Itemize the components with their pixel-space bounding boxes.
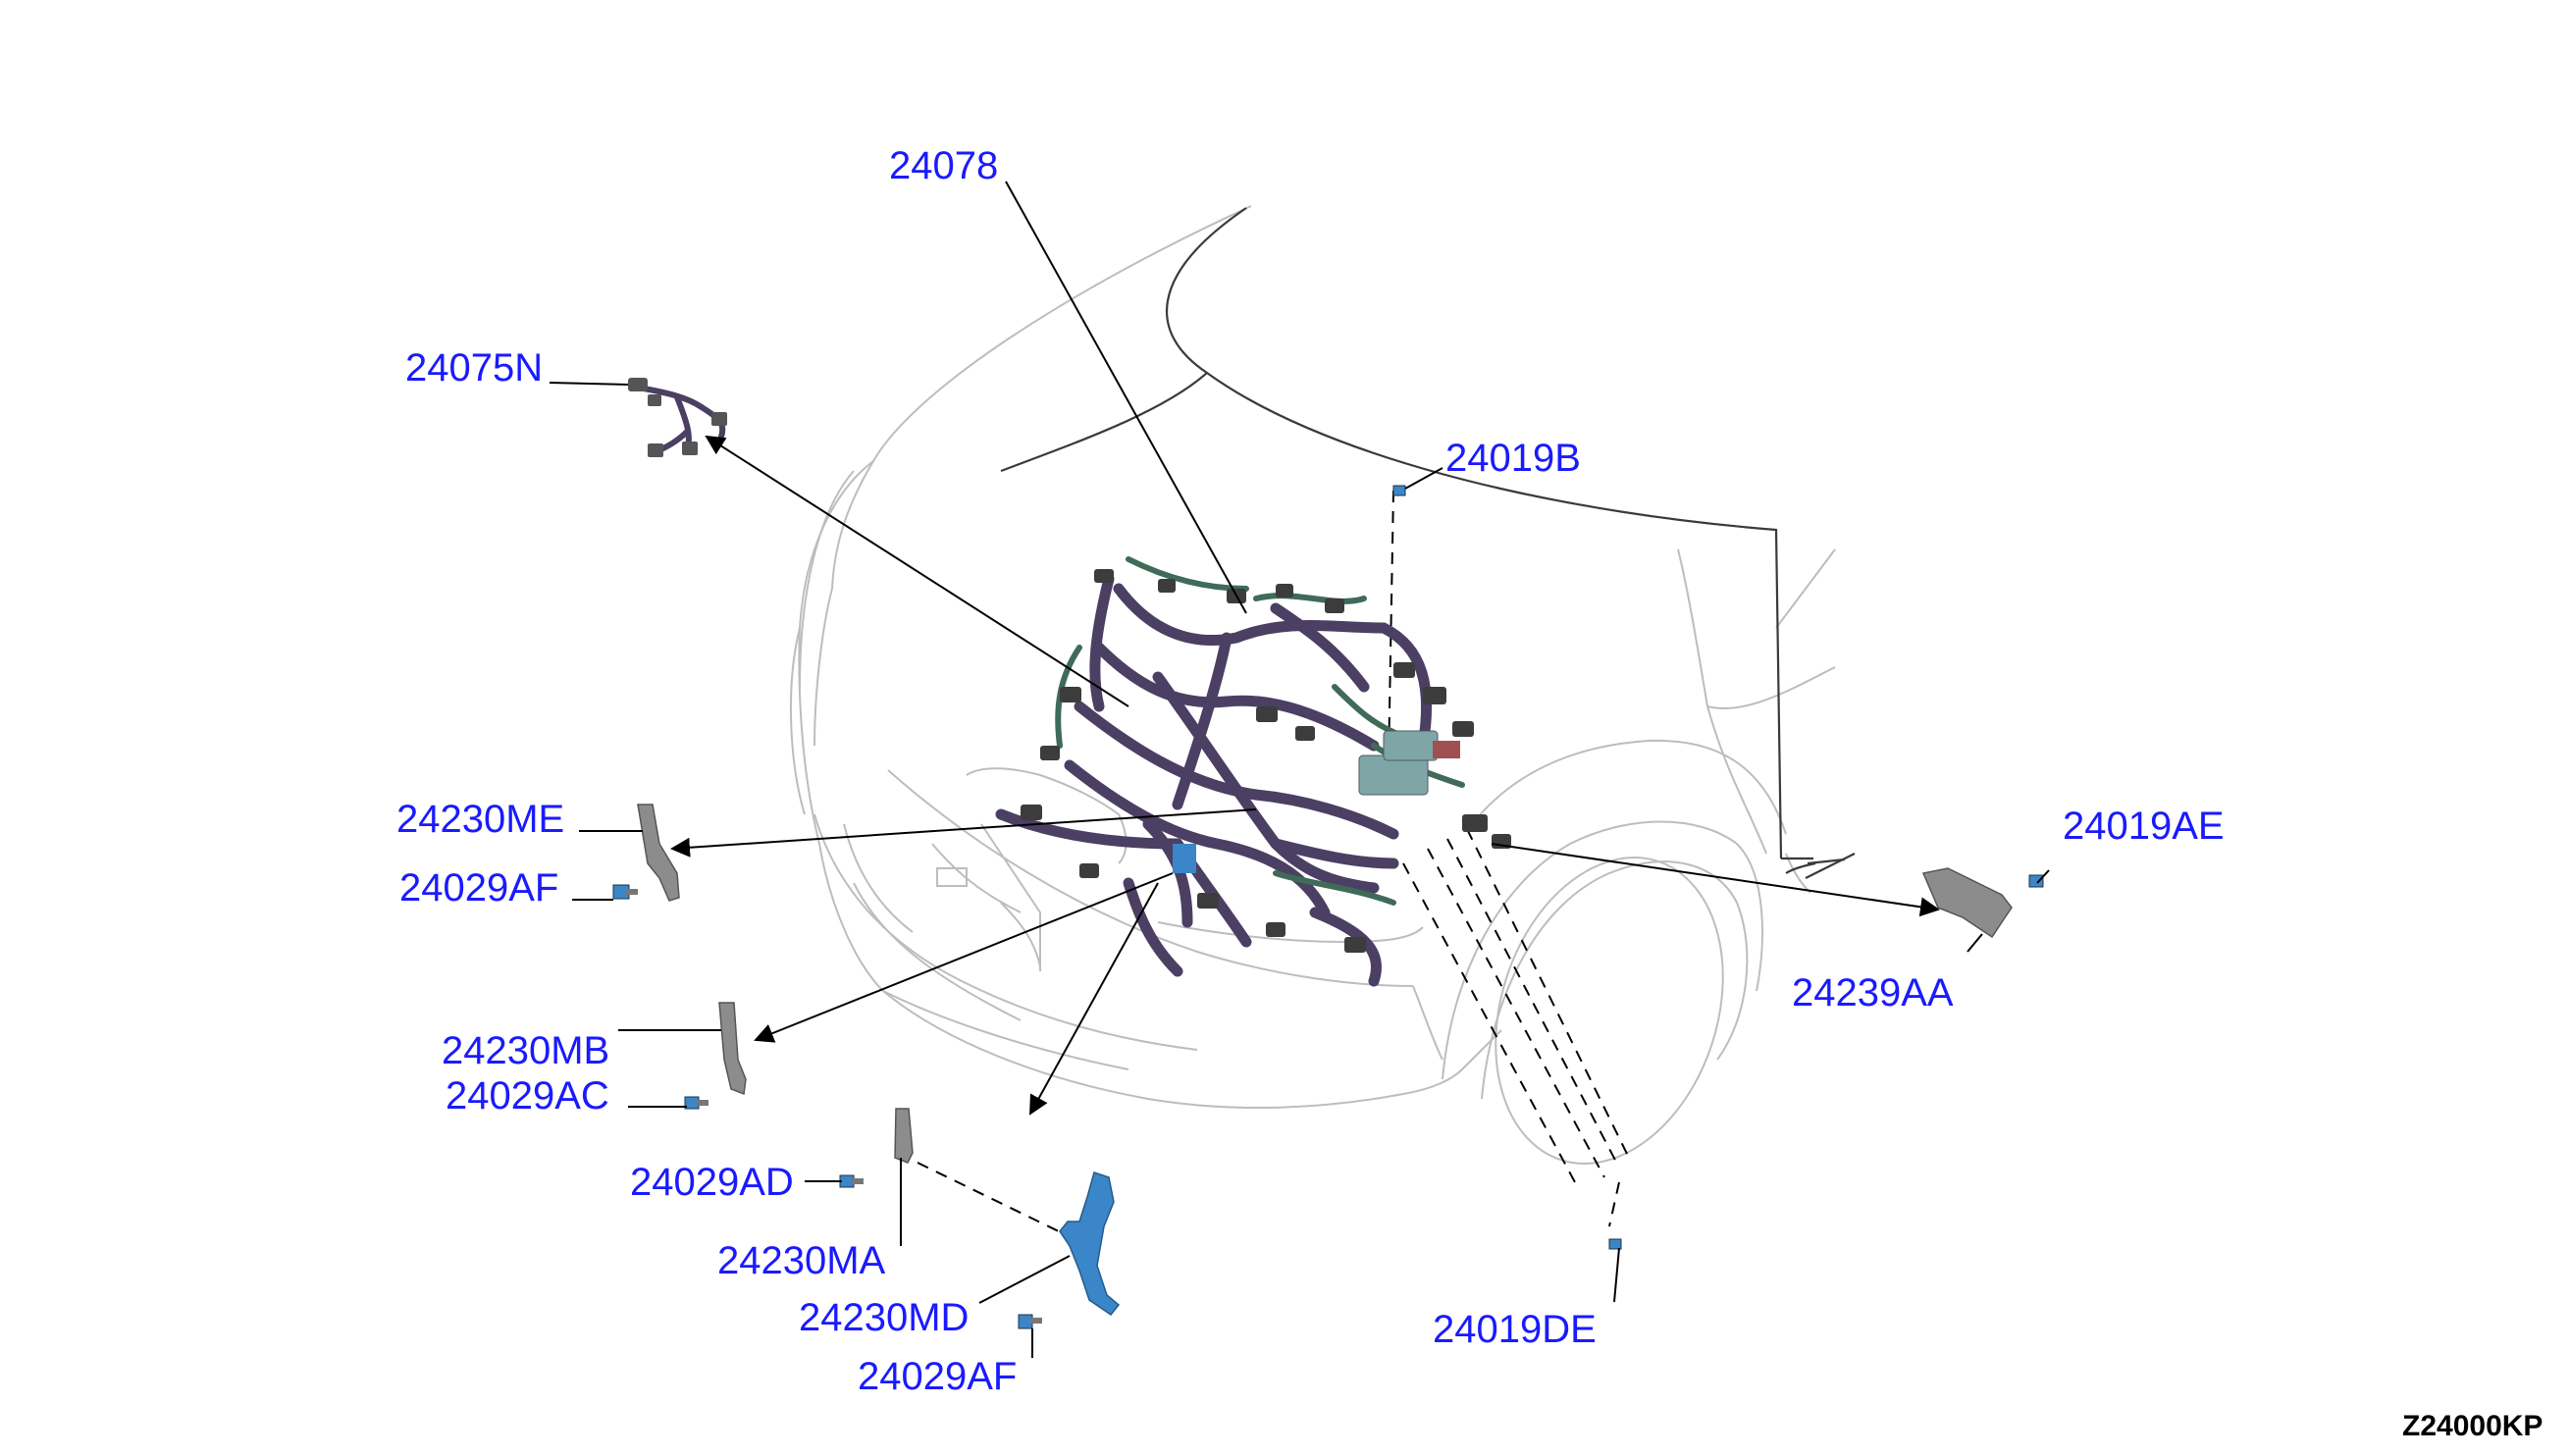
leader-lines [549,181,2050,1358]
bolt-24029AC[interactable] [684,1096,708,1110]
bolt-24029AF-bottom[interactable] [1018,1314,1042,1329]
bracket-24230ME[interactable] [637,804,680,902]
main-harness[interactable] [995,556,1511,987]
vehicle-outline [789,205,1856,1165]
label-24230MD[interactable]: 24230MD [799,1296,969,1339]
label-24029AF-bottom[interactable]: 24029AF [858,1355,1017,1398]
harness-24075N[interactable] [628,378,727,457]
label-24078[interactable]: 24078 [889,144,998,187]
label-24230MA[interactable]: 24230MA [717,1239,886,1282]
label-24230ME[interactable]: 24230ME [396,798,564,841]
clip-24019B[interactable] [1392,485,1406,496]
label-24029AC[interactable]: 24029AC [446,1074,609,1118]
bracket-24230MB[interactable] [718,1002,747,1096]
clip-24019DE[interactable] [1608,1238,1622,1250]
bracket-24239AA[interactable] [1921,867,2013,939]
label-24029AF-top[interactable]: 24029AF [399,866,558,910]
label-24029AD[interactable]: 24029AD [630,1161,794,1204]
guide-lines [917,490,1630,1235]
bolt-24029AD[interactable] [839,1174,864,1188]
clip-24019AE[interactable] [2028,874,2044,888]
bolt-24029AF-top[interactable] [612,884,638,900]
label-24019B[interactable]: 24019B [1445,437,1581,480]
label-24230MB[interactable]: 24230MB [442,1029,609,1072]
label-24239AA[interactable]: 24239AA [1792,971,1954,1014]
label-24019DE[interactable]: 24019DE [1433,1308,1597,1351]
bracket-24230MD[interactable] [1059,1171,1121,1317]
callout-labels: 24078 24075N 24019B 24230ME 24029AF 2401… [396,144,2543,1442]
bracket-24230MA[interactable] [894,1108,914,1164]
diagram-code: Z24000KP [2402,1410,2543,1442]
label-24075N[interactable]: 24075N [405,346,543,390]
label-24019AE[interactable]: 24019AE [2063,805,2225,848]
